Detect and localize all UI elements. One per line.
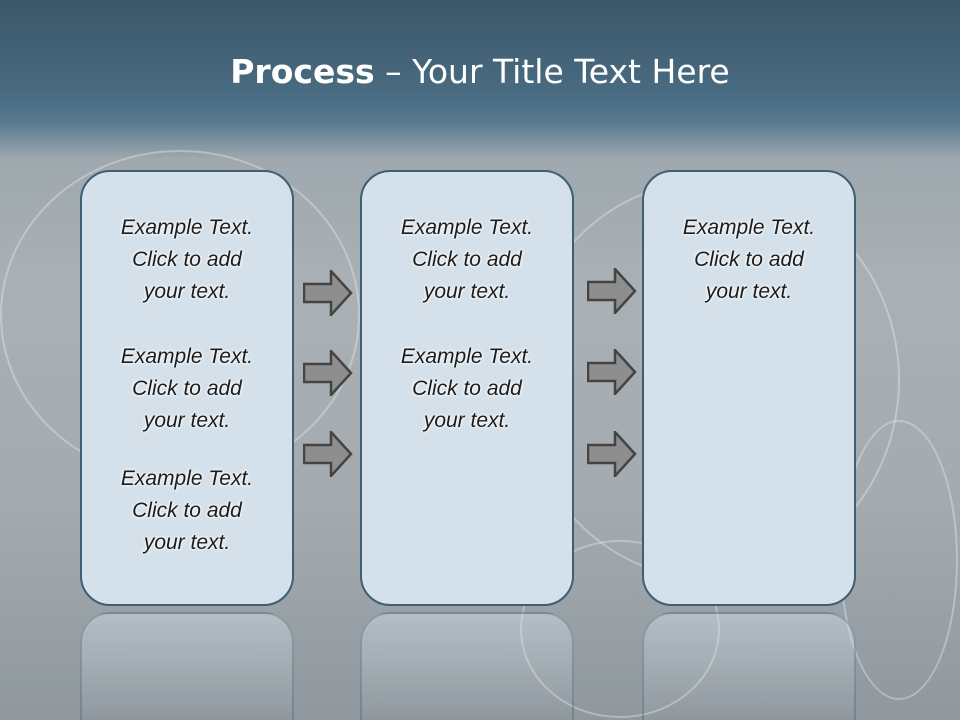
text-item[interactable]: Example Text. Click to add your text. xyxy=(82,463,292,559)
text-item[interactable]: Example Text. Click to add your text. xyxy=(82,212,292,308)
text-line: Example Text. xyxy=(120,216,254,239)
text-line: your text. xyxy=(143,531,231,554)
text-line: your text. xyxy=(143,409,231,432)
text-item[interactable]: Example Text. Click to add your text. xyxy=(362,341,572,437)
text-line: your text. xyxy=(705,280,793,303)
background-scan-decoration xyxy=(840,420,958,700)
text-line: Click to add xyxy=(412,248,522,271)
text-line: Click to add xyxy=(694,248,804,271)
text-line: your text. xyxy=(423,280,511,303)
text-item[interactable]: Example Text. Click to add your text. xyxy=(644,212,854,308)
right-arrow-icon xyxy=(303,270,353,316)
text-item[interactable]: Example Text. Click to add your text. xyxy=(362,212,572,308)
process-box-1[interactable]: Example Text. Click to add your text. Exam… xyxy=(80,170,294,606)
text-line: your text. xyxy=(423,409,511,432)
right-arrow-icon xyxy=(587,268,637,314)
title-bold: Process xyxy=(230,52,375,91)
text-line: Example Text. xyxy=(400,345,534,368)
right-arrow-icon xyxy=(303,350,353,396)
text-line: Example Text. xyxy=(400,216,534,239)
title-rest: – Your Title Text Here xyxy=(374,52,730,91)
right-arrow-icon xyxy=(303,431,353,477)
right-arrow-icon xyxy=(587,349,637,395)
text-line: Example Text. xyxy=(120,467,254,490)
text-line: Click to add xyxy=(132,377,242,400)
text-line: Example Text. xyxy=(682,216,816,239)
text-line: Example Text. xyxy=(120,345,254,368)
text-line: your text. xyxy=(143,280,231,303)
text-item[interactable]: Example Text. Click to add your text. xyxy=(82,341,292,437)
right-arrow-icon xyxy=(587,431,637,477)
box-reflection xyxy=(642,612,856,720)
box-reflection xyxy=(80,612,294,720)
text-line: Click to add xyxy=(132,248,242,271)
text-line: Click to add xyxy=(412,377,522,400)
process-box-3[interactable]: Example Text. Click to add your text. xyxy=(642,170,856,606)
box-reflection xyxy=(360,612,574,720)
process-box-2[interactable]: Example Text. Click to add your text. Exam… xyxy=(360,170,574,606)
background-scan-decoration xyxy=(520,540,720,718)
text-line: Click to add xyxy=(132,499,242,522)
slide-title[interactable]: Process – Your Title Text Here xyxy=(0,52,960,91)
